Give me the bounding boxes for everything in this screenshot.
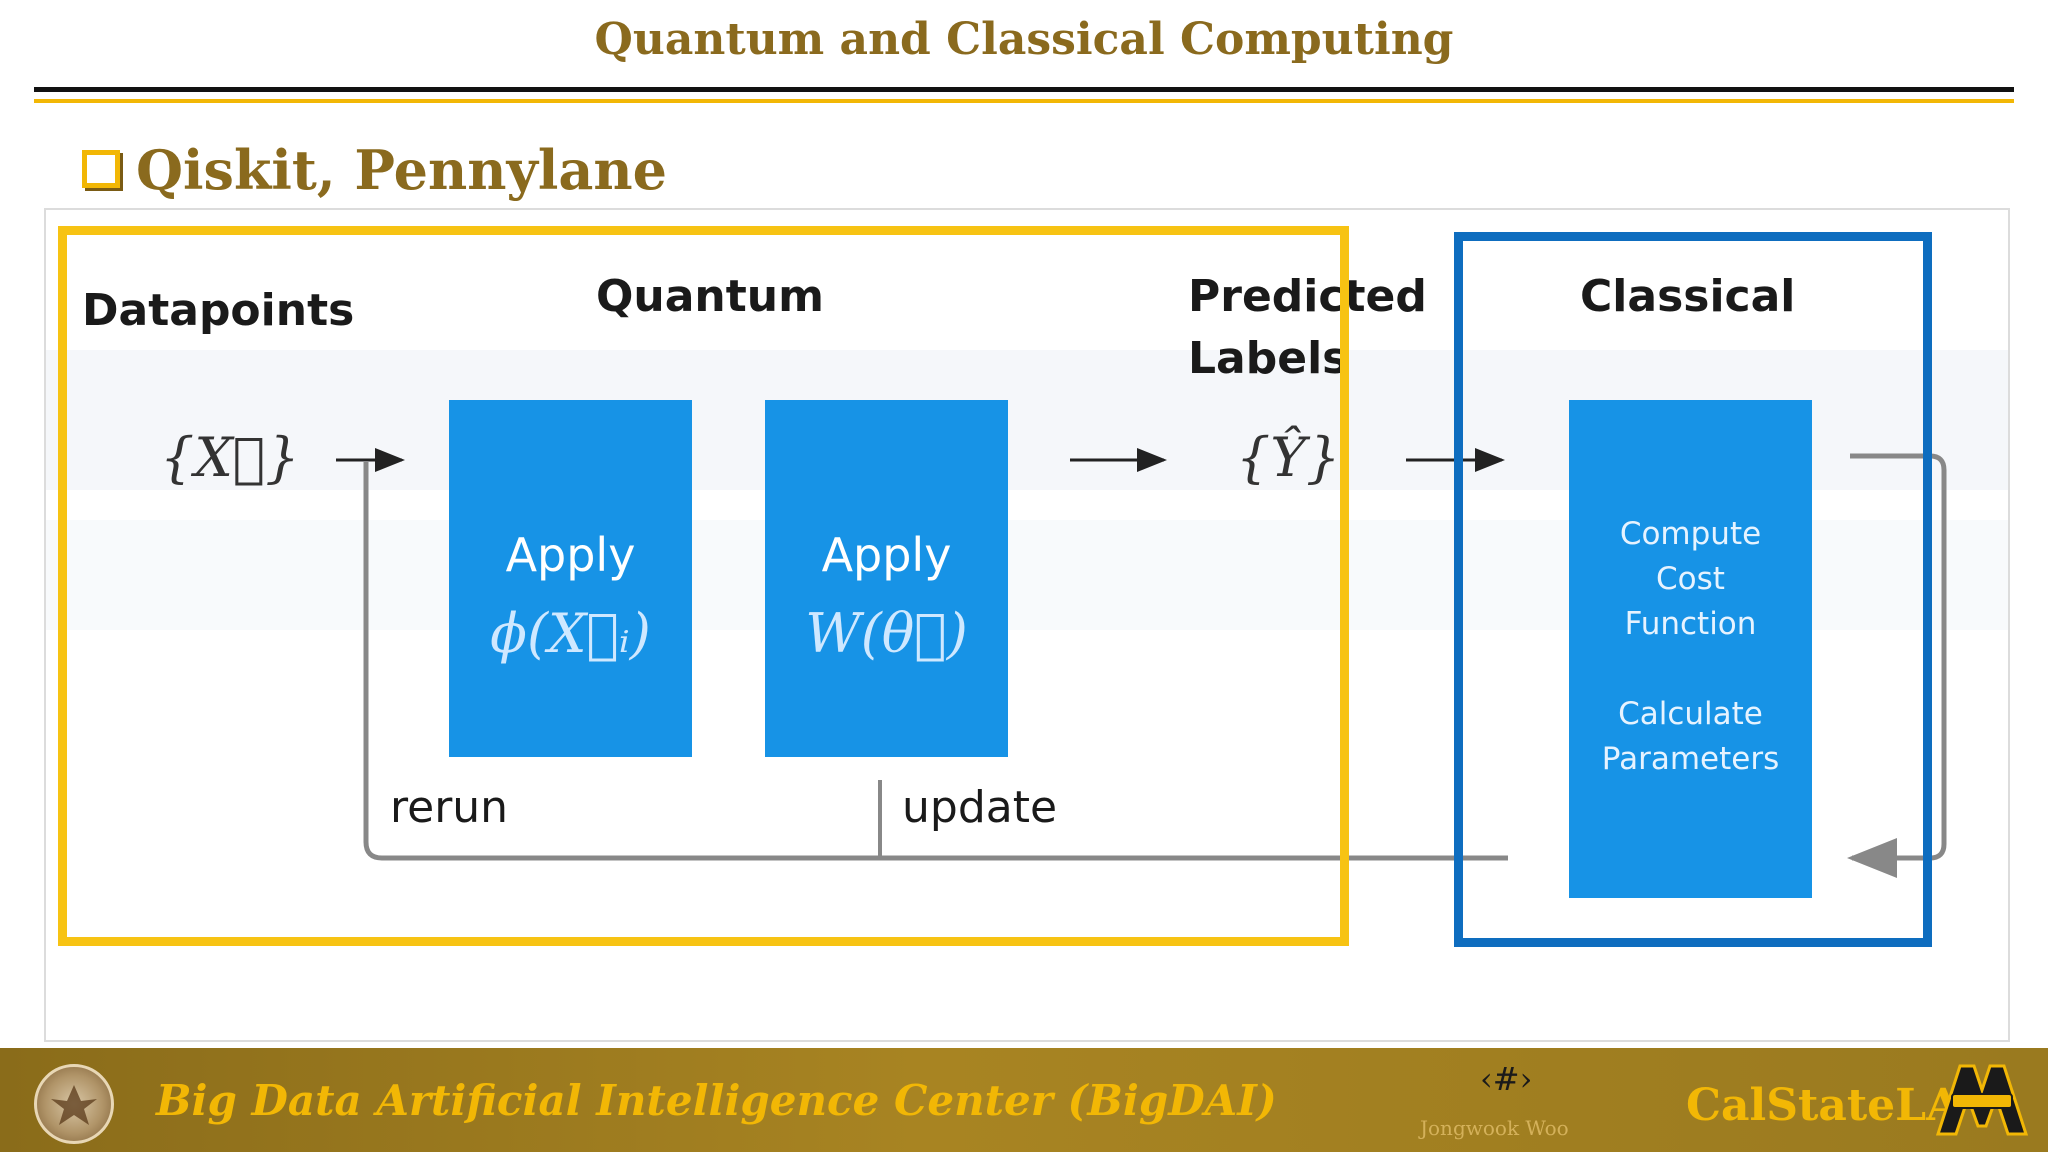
rerun-label: rerun <box>390 782 509 833</box>
apply-variational-box: Apply W(θ⃗) <box>765 400 1008 757</box>
heading-classical: Classical <box>1580 271 1796 322</box>
classical-feedback-loop <box>1847 453 1947 878</box>
calstatela-wordmark: CalStateLA <box>1686 1080 1961 1131</box>
classical-line-compute: Compute <box>1619 516 1762 552</box>
footer-bar <box>0 1048 2048 1152</box>
footer-author: Jongwook Woo <box>1420 1116 1569 1140</box>
apply-feature-map-label: Apply <box>505 528 636 582</box>
heading-predicted: Predicted <box>1188 271 1427 322</box>
classical-highlight-frame <box>1454 232 1932 947</box>
slide-subtitle: Qiskit, Pennylane <box>136 138 667 202</box>
classical-compute-box: Compute Cost Function Calculate Paramete… <box>1569 400 1812 898</box>
header-rule-black <box>34 87 2014 92</box>
apply-variational-symbol: W(θ⃗) <box>805 602 968 665</box>
apply-feature-map-symbol: ϕ(X⃗ᵢ) <box>490 602 651 665</box>
heading-quantum: Quantum <box>596 271 824 322</box>
predicted-labels-symbol: {Ŷ} <box>1236 426 1341 489</box>
update-label: update <box>902 782 1058 833</box>
page-number: ‹#› <box>1480 1060 1533 1098</box>
footer-center-name: Big Data Artificial Intelligence Center … <box>156 1076 1277 1125</box>
input-datapoints-symbol: {X⃗} <box>160 426 300 489</box>
classical-line-function: Function <box>1624 606 1757 642</box>
heading-labels: Labels <box>1188 333 1349 384</box>
apply-variational-label: Apply <box>821 528 952 582</box>
checkbox-bullet-icon <box>82 150 120 188</box>
header-rule-gold <box>34 99 2014 103</box>
bigdai-seal-logo <box>34 1064 114 1144</box>
heading-datapoints: Datapoints <box>82 285 355 336</box>
quantum-highlight-frame <box>58 226 1349 946</box>
classical-line-calculate: Calculate <box>1618 696 1763 732</box>
classical-line-parameters: Parameters <box>1601 741 1780 777</box>
slide-title: Quantum and Classical Computing <box>594 14 1454 65</box>
apply-feature-map-box: Apply ϕ(X⃗ᵢ) <box>449 400 692 757</box>
calstatela-logo-icon <box>1935 1064 2029 1136</box>
rerun-loop-line <box>363 462 1508 861</box>
seal-emblem-icon <box>51 1085 97 1125</box>
classical-line-cost: Cost <box>1656 561 1725 597</box>
